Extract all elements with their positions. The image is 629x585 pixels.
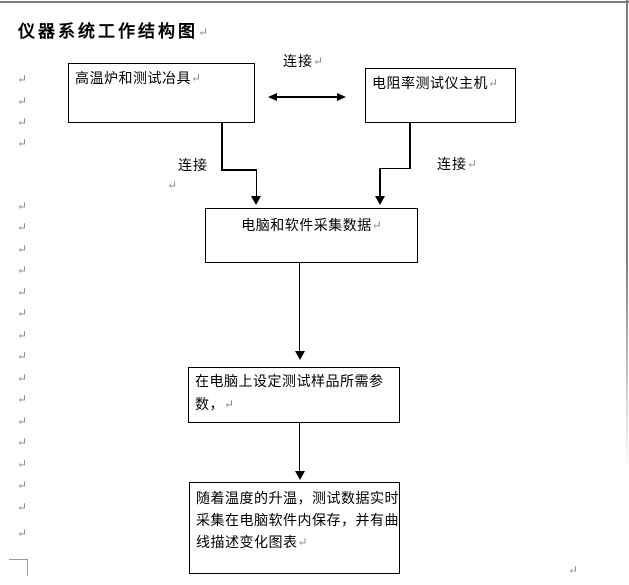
elbow-arrow-left-seg2 <box>221 169 257 171</box>
arrow-to-parameters-shaft <box>298 263 300 352</box>
arrowhead-right-icon <box>337 92 346 101</box>
text-line: 在电脑上设定测试样品所需参 <box>195 375 384 390</box>
arrowhead-down-icon <box>294 351 305 360</box>
arrow-to-saving-shaft <box>298 423 300 472</box>
paragraph-mark: ↵ <box>568 563 579 577</box>
paragraph-mark: ↵ <box>17 457 28 471</box>
connector-label-left-text: 连接 <box>178 159 208 174</box>
text-line: 数，↵ <box>195 396 235 413</box>
connector-label-top[interactable]: 连接↵ <box>283 51 323 71</box>
flowchart-box-computer-software-label: 电脑和软件采集数据 <box>241 219 372 234</box>
arrowhead-left-icon <box>268 92 277 101</box>
paragraph-mark: ↵ <box>17 199 28 213</box>
paragraph-mark: ↵ <box>224 396 235 411</box>
paragraph-mark: ↵ <box>17 136 28 150</box>
paragraph-mark: ↵ <box>297 535 308 549</box>
page-edge-top <box>0 1 629 3</box>
flowchart-box-set-parameters[interactable]: 在电脑上设定测试样品所需参数，↵ <box>188 367 400 423</box>
paragraph-mark: ↵ <box>191 71 202 85</box>
flowchart-box-data-saving[interactable]: 随着温度的升温，测试数据实时采集在电脑软件内保存，并有曲线描述变化图表↵ <box>189 482 400 574</box>
flowchart-box-computer-software[interactable]: 电脑和软件采集数据↵ <box>205 208 418 263</box>
arrowhead-down-icon <box>294 471 305 480</box>
elbow-arrow-left-seg1 <box>221 123 223 170</box>
paragraph-mark: ↵ <box>17 94 28 108</box>
paragraph-mark: ↵ <box>17 328 28 342</box>
text-line: 线描述变化图表↵ <box>196 535 308 551</box>
paragraph-mark: ↵ <box>17 414 28 428</box>
connector-label-left[interactable]: 连接 <box>178 155 208 175</box>
paragraph-mark: ↵ <box>17 500 28 514</box>
paragraph-mark: ↵ <box>17 526 28 540</box>
paragraph-mark: ↵ <box>17 478 28 492</box>
elbow-arrow-right-seg2 <box>379 167 411 169</box>
double-arrow-shaft <box>276 96 338 98</box>
paragraph-mark: ↵ <box>17 72 28 86</box>
paragraph-mark: ↵ <box>17 220 28 234</box>
flowchart-box-data-saving-text: 随着温度的升温，测试数据实时采集在电脑软件内保存，并有曲线描述变化图表↵ <box>190 483 399 559</box>
connector-label-right[interactable]: 连接↵ <box>437 154 477 174</box>
arrowhead-down-icon <box>251 196 261 205</box>
paragraph-mark: ↵ <box>313 54 324 68</box>
paragraph-mark: ↵ <box>17 435 28 449</box>
paragraph-mark: ↵ <box>17 306 28 320</box>
paragraph-mark: ↵ <box>198 25 209 39</box>
flowchart-box-resistivity-host[interactable]: 电阻率测试仪主机↵ <box>365 68 516 123</box>
connector-label-top-text: 连接 <box>283 55 313 70</box>
arrowhead-down-icon <box>375 196 385 205</box>
document-title-text: 仪器系统工作结构图 <box>18 22 198 41</box>
text-line: 随着温度的升温，测试数据实时 <box>196 492 399 507</box>
connector-label-right-text: 连接 <box>437 158 467 173</box>
paragraph-mark: ↵ <box>17 392 28 406</box>
elbow-arrow-right-seg3 <box>379 167 381 197</box>
flowchart-box-set-parameters-text: 在电脑上设定测试样品所需参数，↵ <box>189 368 399 420</box>
flowchart-box-resistivity-host-label: 电阻率测试仪主机 <box>372 77 488 92</box>
text-boundary-corner-mark <box>9 559 28 576</box>
paragraph-mark: ↵ <box>371 218 382 232</box>
paragraph-mark: ↵ <box>17 242 28 256</box>
paragraph-mark: ↵ <box>17 263 28 277</box>
flowchart-box-furnace[interactable]: 高温炉和测试冶具↵ <box>68 63 255 123</box>
elbow-arrow-right-seg1 <box>409 123 411 169</box>
elbow-arrow-left-seg3 <box>255 169 257 197</box>
document-title: 仪器系统工作结构图↵ <box>18 17 208 42</box>
flowchart-box-furnace-label: 高温炉和测试冶具 <box>75 72 191 87</box>
paragraph-mark: ↵ <box>167 178 178 192</box>
text-line: 采集在电脑软件内保存，并有曲 <box>196 513 399 529</box>
paragraph-mark: ↵ <box>17 371 28 385</box>
paragraph-mark: ↵ <box>467 157 478 171</box>
paragraph-mark: ↵ <box>488 76 499 90</box>
page-edge-right <box>626 0 628 470</box>
paragraph-mark: ↵ <box>17 349 28 363</box>
paragraph-mark: ↵ <box>17 285 28 299</box>
paragraph-mark: ↵ <box>17 115 28 129</box>
